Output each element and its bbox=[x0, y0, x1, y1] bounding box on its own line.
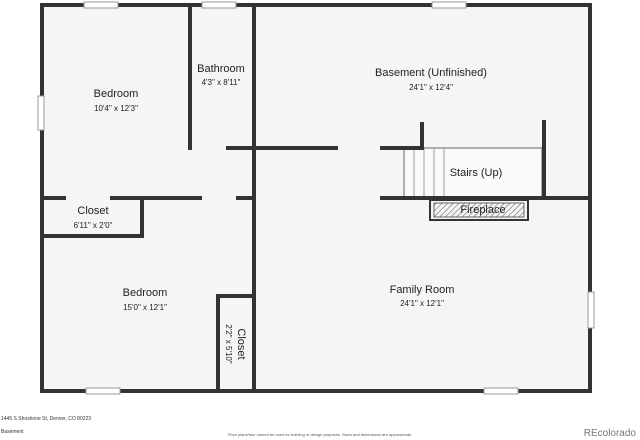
closet-top-name: Closet bbox=[77, 205, 108, 217]
closet-right-dim: 2'2" x 5'10" bbox=[224, 324, 233, 364]
stairs-label: Stairs (Up) bbox=[450, 167, 503, 179]
fireplace-label: Fireplace bbox=[460, 204, 505, 216]
disclaimer-text: Floor plans/tour cannot be used for buil… bbox=[227, 432, 413, 437]
bedroom-bottom-dim: 15'0" x 12'1" bbox=[123, 303, 167, 312]
windows bbox=[37, 1, 595, 395]
stairs bbox=[403, 147, 543, 199]
closet-top-dim: 6'11" x 2'0" bbox=[74, 221, 113, 230]
level-text: Basement bbox=[1, 429, 24, 435]
family-room-name: Family Room bbox=[390, 284, 455, 296]
basement-name: Basement (Unfinished) bbox=[375, 67, 487, 79]
openings bbox=[66, 145, 380, 201]
closet-right-name: Closet bbox=[235, 328, 247, 359]
bedroom-top-name: Bedroom bbox=[94, 88, 139, 100]
address-text: 1445 S Shoshone St, Denver, CO 80223 bbox=[1, 416, 92, 422]
bathroom-dim: 4'3" x 8'11" bbox=[202, 78, 241, 87]
basement-dim: 24'1" x 12'4" bbox=[409, 83, 453, 92]
walls bbox=[40, 3, 592, 393]
brand-logo: REcolorado bbox=[583, 428, 636, 439]
bedroom-bottom-name: Bedroom bbox=[123, 287, 168, 299]
bedroom-top-dim: 10'4" x 12'3" bbox=[94, 104, 138, 113]
bathroom-name: Bathroom bbox=[197, 63, 245, 75]
family-room-dim: 24'1" x 12'1" bbox=[400, 299, 444, 308]
